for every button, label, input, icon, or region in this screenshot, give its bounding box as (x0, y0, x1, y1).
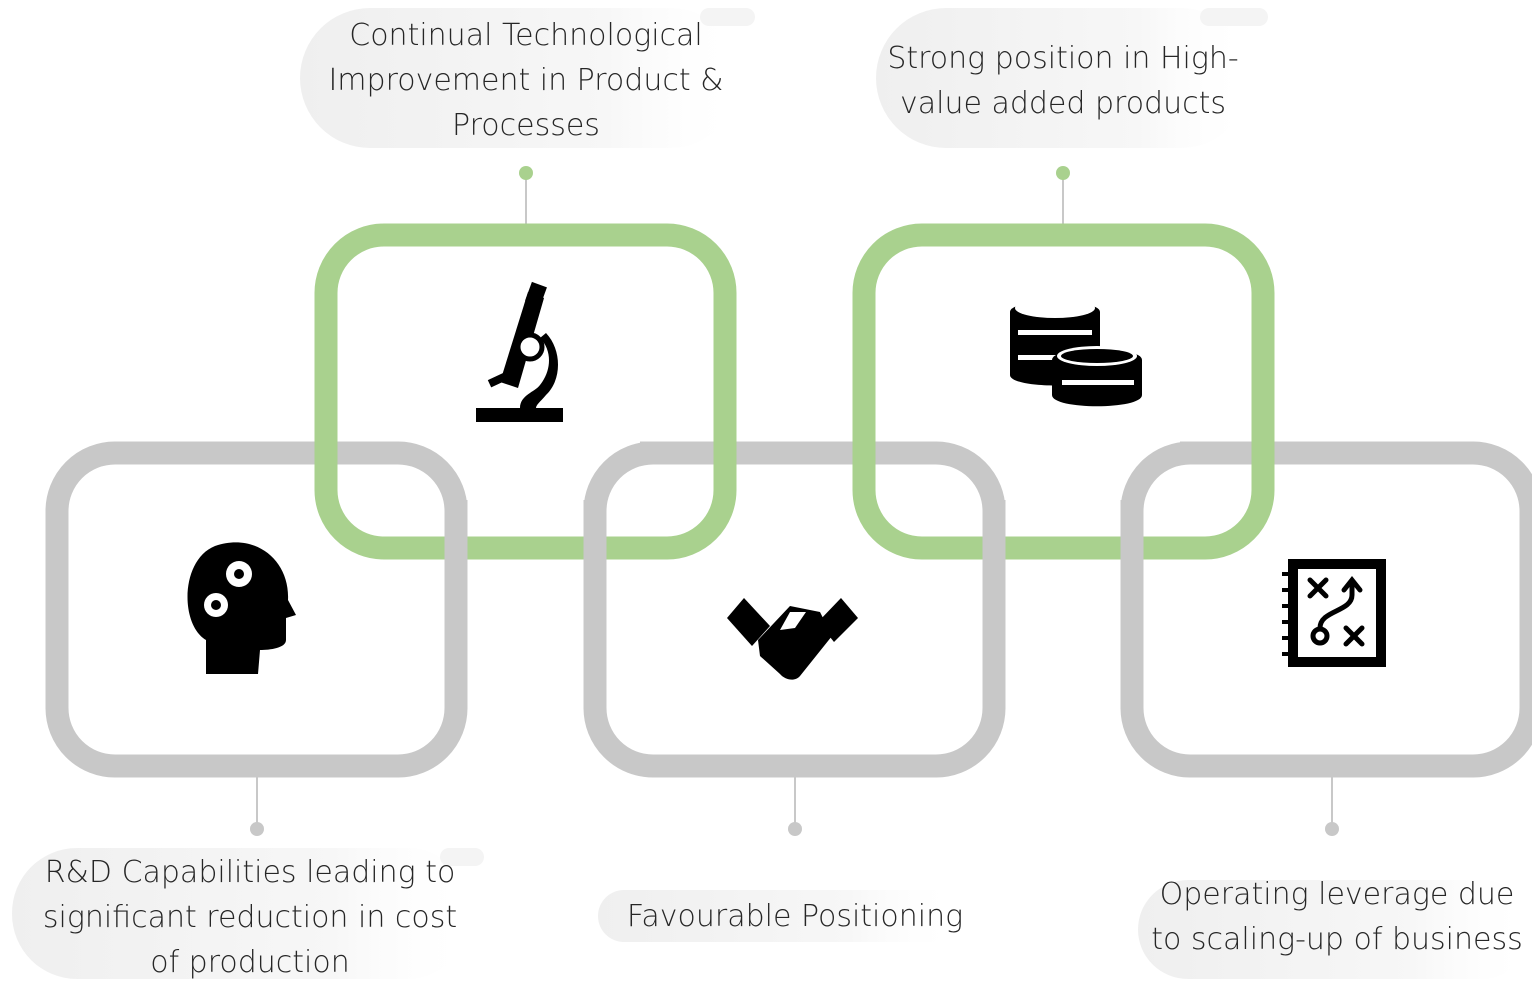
label-line: Continual Technological (349, 18, 703, 53)
label-rd-capabilities: R&D Capabilities leading to significant … (20, 850, 480, 985)
frame-technological-improvement (314, 223, 737, 560)
label-line: Improvement in Product & (328, 63, 724, 98)
frame-high-value-products (852, 223, 1275, 560)
gray-frames (45, 441, 1532, 778)
head-gears-icon (187, 542, 296, 674)
frame-rd-capabilities (45, 441, 468, 778)
label-favourable-positioning: Favourable Positioning (600, 894, 990, 939)
coins-icon (1010, 298, 1142, 407)
green-frames (314, 223, 1275, 560)
connectors (250, 166, 1339, 836)
frame-operating-leverage (1120, 441, 1532, 778)
microscope-icon (476, 281, 563, 422)
label-line: significant reduction in cost (42, 900, 458, 935)
interlock-overlaps-green (314, 420, 1275, 470)
frame-favourable-positioning (583, 441, 1006, 778)
label-operating-leverage: Operating leverage due to scaling-up of … (1142, 872, 1532, 962)
label-line: to scaling-up of business (1151, 922, 1523, 957)
label-line: of production (150, 945, 350, 980)
label-line: Strong position in High- (887, 41, 1239, 76)
strategy-board-icon (1282, 559, 1386, 667)
label-high-value-products: Strong position in High- value added pro… (873, 36, 1253, 126)
label-line: Processes (452, 108, 600, 143)
interlock-overlaps (444, 441, 1240, 560)
label-line: R&D Capabilities leading to (44, 855, 456, 890)
label-backdrops (12, 8, 1532, 979)
label-line: Favourable Positioning (626, 899, 964, 934)
handshake-icon (727, 598, 858, 680)
label-line: value added products (899, 86, 1226, 121)
label-technological-improvement: Continual Technological Improvement in P… (306, 13, 746, 148)
label-line: Operating leverage due (1159, 877, 1515, 912)
